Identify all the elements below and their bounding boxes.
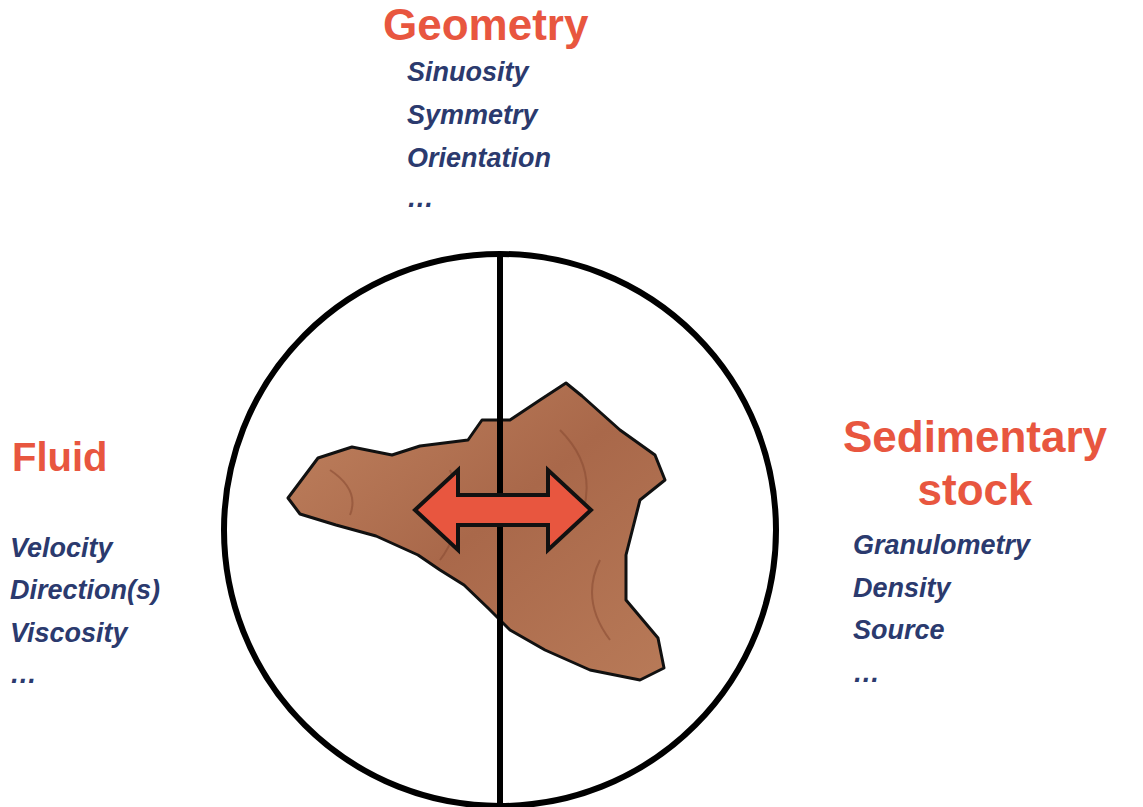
bedform-shape <box>288 383 665 680</box>
divider-line <box>497 252 503 807</box>
list-item: Sinuosity <box>407 51 529 94</box>
list-item: Symmetry <box>407 94 538 137</box>
list-item: Source <box>853 609 945 652</box>
list-item: Granulometry <box>853 524 1030 567</box>
group-heading: Sedimentary stock <box>812 410 1138 516</box>
list-item: … <box>10 653 37 696</box>
bedform-texture <box>330 430 610 640</box>
list-item: … <box>407 177 434 220</box>
list-item: Direction(s) <box>10 569 160 612</box>
group-heading: Fluid <box>12 432 108 482</box>
list-item: Velocity <box>10 527 113 570</box>
list-item: … <box>853 652 880 695</box>
double-arrow <box>415 470 591 550</box>
list-item: Orientation <box>407 137 551 180</box>
group-heading: Geometry <box>383 0 588 50</box>
list-item: Density <box>853 567 951 610</box>
list-item: Viscosity <box>10 612 128 655</box>
